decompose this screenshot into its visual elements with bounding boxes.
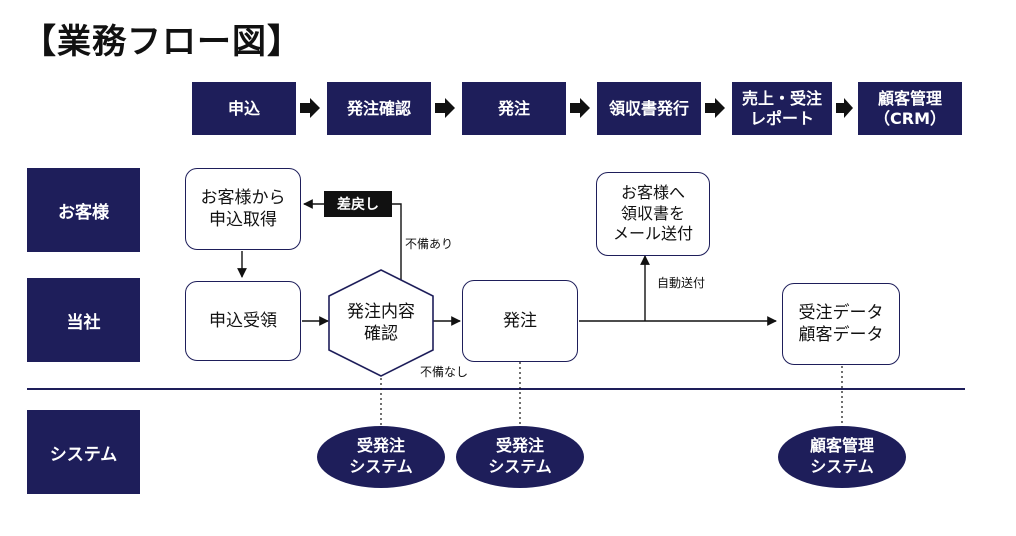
system-order-2: 受発注 システム <box>456 426 584 488</box>
step-order: 発注 <box>462 82 566 135</box>
node-order: 発注 <box>462 280 578 362</box>
step-crm: 顧客管理 （CRM） <box>858 82 962 135</box>
step-apply: 申込 <box>192 82 296 135</box>
page-title: 【業務フロー図】 <box>22 22 302 62</box>
node-data: 受注データ 顧客データ <box>782 283 900 365</box>
lane-customer: お客様 <box>27 168 140 252</box>
step-sales-report: 売上・受注 レポート <box>732 82 832 135</box>
confirm-hexagon <box>328 269 434 377</box>
step-order-confirm: 発注確認 <box>327 82 431 135</box>
label-auto-send: 自動送付 <box>657 276 706 290</box>
step-arrows <box>300 98 853 118</box>
node-receipt-mail: お客様へ 領収書を メール送付 <box>596 172 710 256</box>
node-receive: 申込受領 <box>185 281 301 361</box>
system-order-1: 受発注 システム <box>317 426 445 488</box>
step-receipt: 領収書発行 <box>597 82 701 135</box>
lane-company: 当社 <box>27 278 140 362</box>
lane-system: システム <box>27 410 140 494</box>
system-crm: 顧客管理 システム <box>778 426 906 488</box>
node-customer-apply: お客様から 申込取得 <box>185 168 301 250</box>
node-confirm: 発注内容 確認 <box>347 301 415 344</box>
label-no-defect: 不備なし <box>420 365 469 379</box>
return-label: 差戻し <box>324 191 392 217</box>
label-defect: 不備あり <box>405 237 454 251</box>
